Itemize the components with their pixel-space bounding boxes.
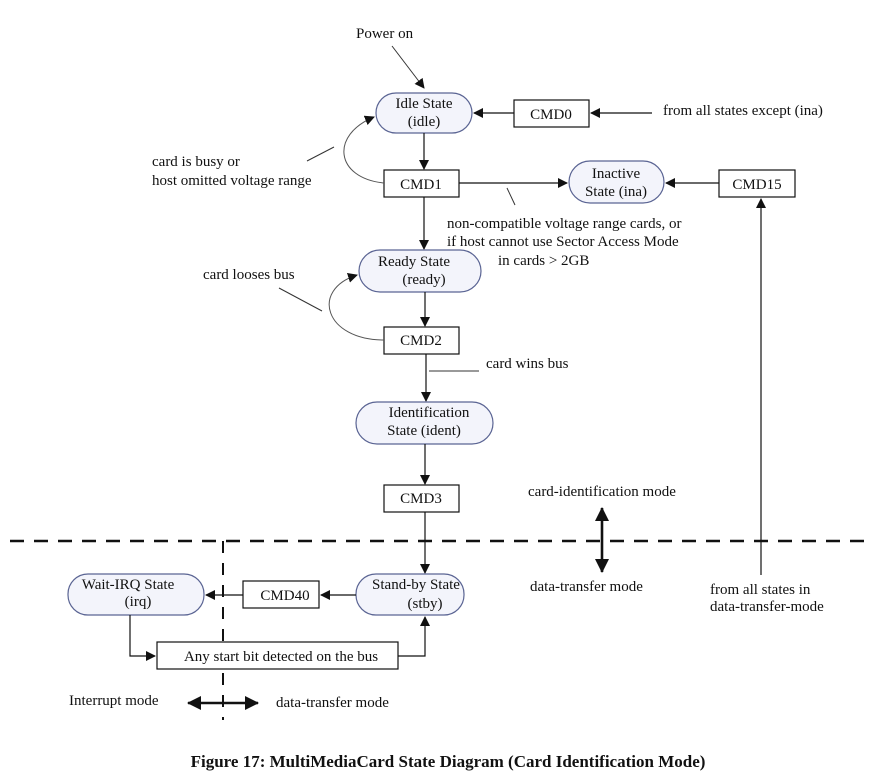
busy-callout-line: [306, 146, 335, 162]
noncompat-label-line2: if host cannot use Sector Access Mode: [447, 234, 679, 250]
start-bit-box: [156, 641, 399, 670]
state-idle-label: Idle State: [395, 96, 452, 112]
power-on-label: Power on: [356, 26, 414, 42]
command-cmd2: CMD2: [383, 326, 460, 355]
card-identification-mode-label: card-identification mode: [528, 484, 676, 500]
command-cmd3: CMD3: [383, 484, 460, 513]
cmd1-box: [383, 169, 460, 198]
state-ident-abbrev: State (ident): [387, 423, 461, 439]
state-inactive: Inactive State (ina): [568, 160, 665, 204]
command-cmd40: CMD40: [242, 580, 320, 609]
cmd15-label: CMD15: [732, 177, 781, 193]
command-start-bit: Any start bit detected on the bus: [156, 641, 399, 670]
from-data-states-line1: from all states in: [710, 582, 811, 598]
state-waitirq-shape: [67, 573, 205, 616]
state-ident-label: Identification: [389, 405, 470, 421]
wins-bus-label: card wins bus: [486, 356, 569, 372]
busy-label-line2: host omitted voltage range: [152, 173, 312, 189]
state-waitirq-label: Wait-IRQ State: [82, 577, 175, 593]
state-ready-shape: [358, 249, 482, 293]
cmd1-label: CMD1: [400, 177, 442, 193]
state-standby-label: Stand-by State: [372, 577, 460, 593]
state-ready-label: Ready State: [378, 254, 450, 270]
busy-label-line1: card is busy or: [152, 154, 240, 170]
cmd40-label: CMD40: [260, 588, 309, 604]
power-on-arrow: [391, 45, 425, 89]
data-transfer-mode-label: data-transfer mode: [530, 579, 643, 595]
state-standby: Stand-by State (stby): [355, 573, 465, 616]
state-waitirq-abbrev: (irq): [125, 594, 152, 610]
figure-caption: Figure 17: MultiMediaCard State Diagram …: [191, 752, 706, 771]
data-transfer-mode-bottom-label: data-transfer mode: [276, 695, 389, 711]
from-data-states-line2: data-transfer-mode: [710, 599, 824, 615]
noncompat-label-line1: non-compatible voltage range cards, or: [447, 216, 682, 232]
cmd0-box: [513, 99, 590, 128]
cmd2-loses-bus-loop-arrow: [328, 272, 385, 341]
startbit-to-standby-arrow: [398, 616, 430, 657]
cmd3-label: CMD3: [400, 491, 442, 507]
cmd1-busy-loop-arrow: [343, 115, 385, 184]
state-standby-abbrev: (stby): [408, 596, 443, 612]
from-all-states-except-label: from all states except (ina): [663, 103, 823, 119]
state-inactive-shape: [568, 160, 665, 204]
cmd0-label: CMD0: [530, 107, 572, 123]
state-wait-irq: Wait-IRQ State (irq): [67, 573, 205, 616]
noncompat-label-line3: in cards > 2GB: [498, 253, 589, 269]
noncompat-callout-line: [506, 187, 516, 206]
state-idle-abbrev: (idle): [408, 114, 440, 130]
state-inactive-abbrev: State (ina): [585, 184, 647, 200]
looses-bus-label: card looses bus: [203, 267, 295, 283]
state-idle: Idle State (idle): [375, 92, 473, 134]
cmd2-label: CMD2: [400, 333, 442, 349]
state-identification: Identification State (ident): [355, 401, 494, 445]
waitirq-to-startbit-arrow: [129, 615, 156, 661]
cmd15-box: [718, 169, 796, 198]
cmd3-box: [383, 484, 460, 513]
cmd40-box: [242, 580, 320, 609]
start-bit-label: Any start bit detected on the bus: [184, 649, 378, 665]
command-cmd0: CMD0: [513, 99, 590, 128]
state-ready: Ready State (ready): [358, 249, 482, 293]
command-cmd1: CMD1: [383, 169, 460, 198]
cmd2-box: [383, 326, 460, 355]
state-ready-abbrev: (ready): [402, 272, 445, 288]
command-cmd15: CMD15: [718, 169, 796, 198]
interrupt-mode-label: Interrupt mode: [69, 693, 159, 709]
state-inactive-label: Inactive: [592, 166, 641, 182]
looses-bus-callout-line: [278, 287, 323, 312]
